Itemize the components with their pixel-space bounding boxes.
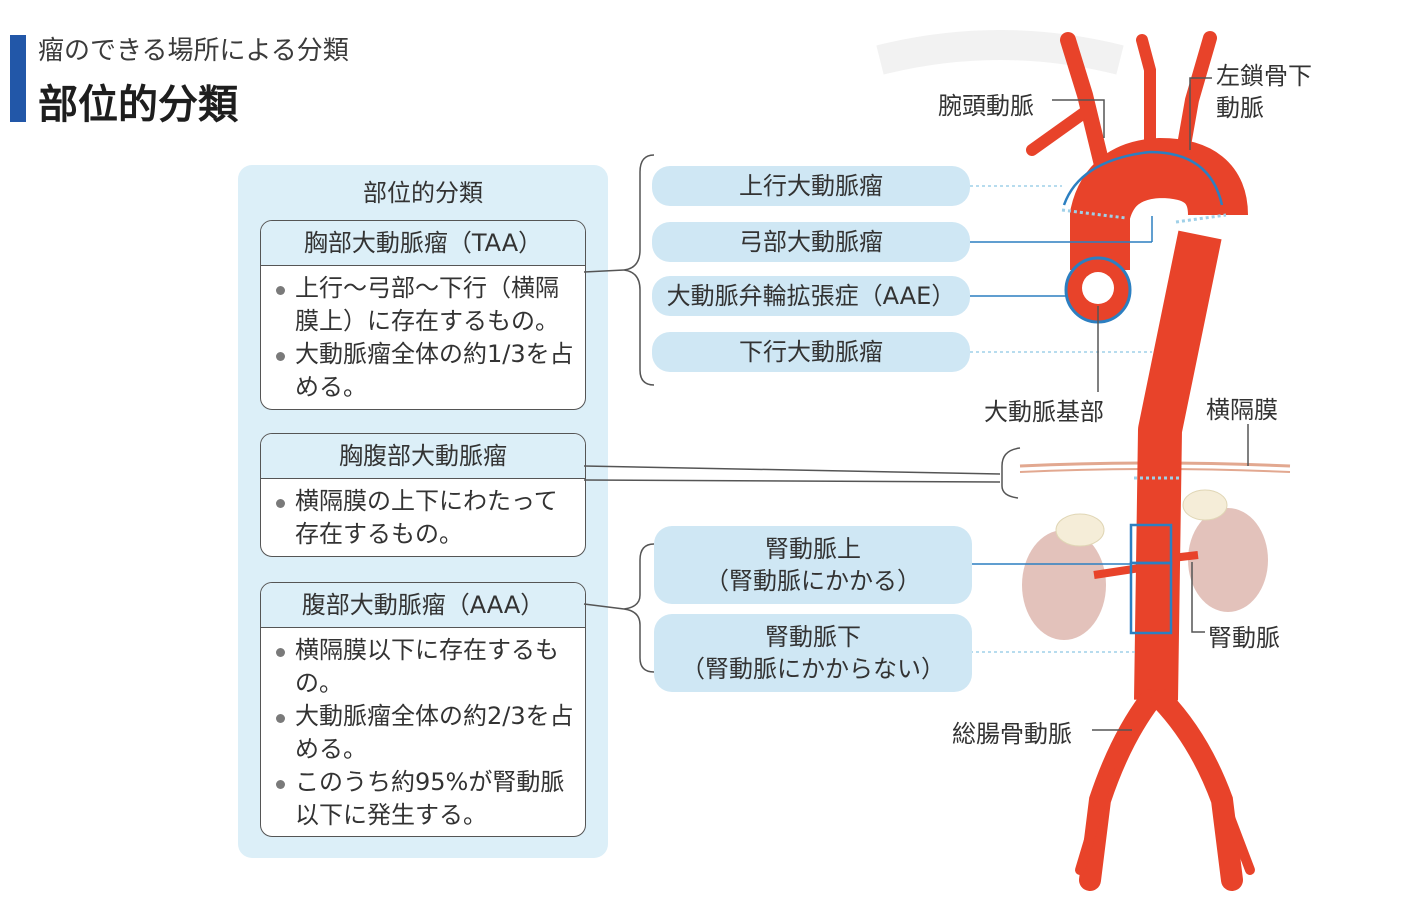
pill-suprarenal-line2: （腎動脈にかかる） xyxy=(705,567,921,595)
pill-suprarenal-line1: 腎動脈上 xyxy=(765,535,861,563)
category-aaa-bullet: 横隔膜以下に存在するもの。 xyxy=(273,634,575,700)
iliac-right-branch xyxy=(1207,765,1255,875)
background-ghost xyxy=(876,30,1124,75)
connector-taa xyxy=(583,269,625,273)
connector-thoracoabdominal xyxy=(583,465,1001,475)
ascending-divider xyxy=(1061,208,1127,220)
brachiocephalic-artery xyxy=(1060,32,1110,173)
pill-descending-label: 下行大動脈瘤 xyxy=(739,338,883,366)
aortic-arch xyxy=(1070,137,1248,270)
brachiocephalic-branch xyxy=(1026,104,1094,156)
descending-aorta xyxy=(1134,230,1222,701)
label-aortic-root: 大動脈基部 xyxy=(984,398,1104,426)
category-aaa: 腹部大動脈瘤（AAA） 横隔膜以下に存在するもの。 大動脈瘤全体の約2/3を占め… xyxy=(260,582,586,837)
aortic-valve xyxy=(1082,272,1114,304)
panel-title: 部位的分類 xyxy=(363,179,483,207)
right-adrenal xyxy=(1182,489,1228,521)
pill-aae: 大動脈弁輪拡張症（AAE） xyxy=(652,276,970,316)
label-diaphragm: 横隔膜 xyxy=(1206,396,1278,424)
page-subtitle: 瘤のできる場所による分類 xyxy=(38,36,349,66)
pill-ascending-label: 上行大動脈瘤 xyxy=(739,172,883,200)
category-taa-bullet: 大動脈瘤全体の約1/3を占める。 xyxy=(273,338,575,404)
arch-outline xyxy=(1062,150,1224,206)
category-thoracoabdominal: 胸腹部大動脈瘤 横隔膜の上下にわたって存在するもの。 xyxy=(260,433,586,557)
category-aaa-title: 腹部大動脈瘤（AAA） xyxy=(261,583,585,628)
label-left-subclavian-2: 動脈 xyxy=(1216,94,1264,122)
category-thoracoabdominal-bullet: 横隔膜の上下にわたって存在するもの。 xyxy=(273,485,575,551)
category-taa-title: 胸部大動脈瘤（TAA） xyxy=(261,221,585,266)
brace-aaa xyxy=(623,543,655,673)
category-thoracoabdominal-title: 胸腹部大動脈瘤 xyxy=(261,434,585,479)
pill-infrarenal-line1: 腎動脈下 xyxy=(765,623,861,651)
pill-arch-aneurysm: 弓部大動脈瘤 xyxy=(652,222,970,262)
page-title: 部位的分類 xyxy=(38,81,238,128)
pill-descending-aneurysm: 下行大動脈瘤 xyxy=(652,332,970,372)
left-adrenal xyxy=(1055,513,1105,547)
category-aaa-bullet: このうち約95%が腎動脈以下に発生する。 xyxy=(273,766,575,832)
label-left-subclavian-1: 左鎖骨下 xyxy=(1216,62,1312,90)
left-carotid-artery xyxy=(1136,34,1156,166)
left-renal-artery xyxy=(1093,564,1141,579)
left-kidney xyxy=(1022,530,1106,640)
iliac-left-branch xyxy=(1075,765,1115,875)
pill-ascending-aneurysm: 上行大動脈瘤 xyxy=(652,166,970,206)
label-renal-artery: 腎動脈 xyxy=(1208,624,1280,652)
category-aaa-bullet: 大動脈瘤全体の約2/3を占める。 xyxy=(273,700,575,766)
label-common-iliac: 総腸骨動脈 xyxy=(952,720,1072,748)
pill-arch-label: 弓部大動脈瘤 xyxy=(739,228,883,256)
brace-taa xyxy=(623,154,655,386)
pill-infrarenal-line2: （腎動脈にかからない） xyxy=(681,655,945,683)
label-brachiocephalic: 腕頭動脈 xyxy=(938,92,1034,120)
right-kidney xyxy=(1188,508,1268,612)
leader-brachiocephalic xyxy=(1052,99,1105,138)
connector-aaa xyxy=(583,603,625,610)
category-taa: 胸部大動脈瘤（TAA） 上行〜弓部〜下行（横隔膜上）に存在するもの。 大動脈瘤全… xyxy=(260,220,586,410)
brace-diaphragm xyxy=(1001,447,1021,499)
leader-left-subclavian xyxy=(1189,77,1212,150)
pill-infrarenal: 腎動脈下 （腎動脈にかからない） xyxy=(654,614,972,692)
infrarenal-outline xyxy=(1129,561,1173,635)
arch-divider xyxy=(1175,213,1227,224)
header-accent-bar xyxy=(10,35,26,122)
category-taa-bullet: 上行〜弓部〜下行（横隔膜上）に存在するもの。 xyxy=(273,272,575,338)
pill-suprarenal: 腎動脈上 （腎動脈にかかる） xyxy=(654,526,972,604)
leader-renal xyxy=(1191,562,1205,633)
pill-aae-label: 大動脈弁輪拡張症（AAE） xyxy=(666,282,956,310)
connector-thoracoabdominal-2 xyxy=(583,479,1001,483)
